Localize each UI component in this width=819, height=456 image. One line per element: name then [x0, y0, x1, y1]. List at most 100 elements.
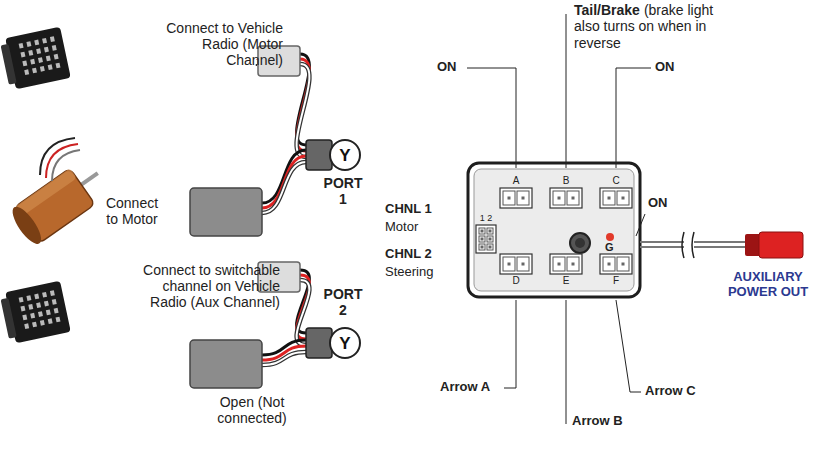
pin: [42, 38, 47, 44]
pin: [489, 238, 492, 241]
wire: [262, 162, 306, 213]
pin: [20, 306, 25, 312]
output-label: AUXILIARY POWER OUT: [722, 270, 814, 300]
pin: [481, 238, 484, 241]
pin: [608, 263, 611, 266]
pin-socket: [553, 257, 565, 271]
pin: [572, 263, 575, 266]
pin: [19, 43, 24, 49]
pin-socket: [567, 257, 579, 271]
pin-socket: [517, 191, 529, 205]
pin: [28, 50, 33, 56]
pin: [522, 263, 525, 266]
pin: [24, 323, 29, 329]
pin: [622, 263, 625, 266]
connector-shell: [600, 254, 632, 274]
pin: [38, 311, 43, 317]
pin-socket: [503, 191, 515, 205]
wire: [262, 352, 306, 365]
pin: [42, 292, 47, 298]
connector-shell: [500, 188, 532, 208]
connector-shell: [600, 188, 632, 208]
port-letter: D: [498, 275, 534, 287]
motor: [8, 157, 112, 248]
pin: [30, 313, 35, 319]
channel-label: Motor: [385, 220, 460, 235]
pin: [32, 322, 37, 328]
pin-socket: [487, 228, 493, 234]
state-label: ON: [655, 60, 685, 75]
pin-socket: [553, 191, 565, 205]
pin: [40, 66, 45, 72]
output-port: C: [598, 175, 634, 215]
pin: [44, 301, 49, 307]
pin: [489, 246, 492, 249]
pin: [19, 297, 24, 303]
connector-pins: [599, 253, 633, 275]
pin-socket: [479, 236, 485, 242]
callout-block: Tail/Brake(brake light also turns on whe…: [574, 2, 714, 51]
led-label: G: [605, 241, 614, 253]
wire: [262, 352, 306, 365]
connector-shell: [476, 225, 496, 253]
pin: [52, 299, 57, 305]
pin: [481, 230, 484, 233]
pin: [608, 197, 611, 200]
channel-port: 1 2: [474, 213, 498, 255]
pin-socket: [503, 257, 515, 271]
leader-lines: [467, 14, 651, 424]
callout-text: Connect to Motor: [100, 195, 164, 227]
connector-pins: [499, 253, 533, 275]
pin-socket: [567, 191, 579, 205]
pin: [56, 317, 61, 323]
pin: [489, 230, 492, 233]
pin-socket: [517, 257, 529, 271]
radio-receiver: [0, 27, 71, 91]
pin-socket: [487, 236, 493, 242]
module-box: GABC1 2DEF: [468, 163, 640, 297]
pin: [522, 197, 525, 200]
radio-receiver: [0, 281, 71, 345]
pin: [572, 197, 575, 200]
pin: [22, 60, 27, 66]
pin: [54, 54, 59, 60]
callout-text: Open (Not connected): [196, 394, 308, 426]
module-housing: [468, 163, 640, 297]
arrow-label: Arrow A: [440, 380, 502, 395]
pin: [44, 47, 49, 53]
wire: [262, 162, 306, 213]
port-letter: E: [548, 275, 584, 287]
pin: [30, 59, 35, 65]
channel-label: CHNL 2: [385, 247, 460, 262]
power-plug: [759, 232, 803, 258]
pin: [34, 294, 39, 300]
connector-shell: [550, 254, 582, 274]
pin: [22, 314, 27, 320]
arrow-label: Arrow B: [572, 414, 634, 429]
pin: [54, 308, 59, 314]
open-plug: [190, 340, 262, 388]
connector-pins: [549, 253, 583, 275]
port-letter: B: [548, 175, 584, 187]
pin: [36, 48, 41, 54]
port-letter: C: [598, 175, 634, 187]
pin-socket: [603, 257, 615, 271]
output-port: E: [548, 253, 584, 293]
state-label: ON: [437, 60, 467, 75]
callout-text: Connect to switchable channel on Vehicle…: [128, 262, 280, 310]
pin: [26, 295, 31, 301]
module-face: [474, 169, 634, 291]
pin: [20, 52, 25, 58]
pin-socket: [479, 228, 485, 234]
output-port: A: [498, 175, 534, 215]
connector-shell: [500, 254, 532, 274]
pin: [622, 197, 625, 200]
connector-pins: [549, 187, 583, 209]
pin: [24, 69, 29, 75]
pin: [481, 246, 484, 249]
output-port: B: [548, 175, 584, 215]
break-mark: [682, 232, 694, 258]
port-letter: A: [498, 175, 534, 187]
pin: [50, 36, 55, 42]
pin-socket: [603, 191, 615, 205]
